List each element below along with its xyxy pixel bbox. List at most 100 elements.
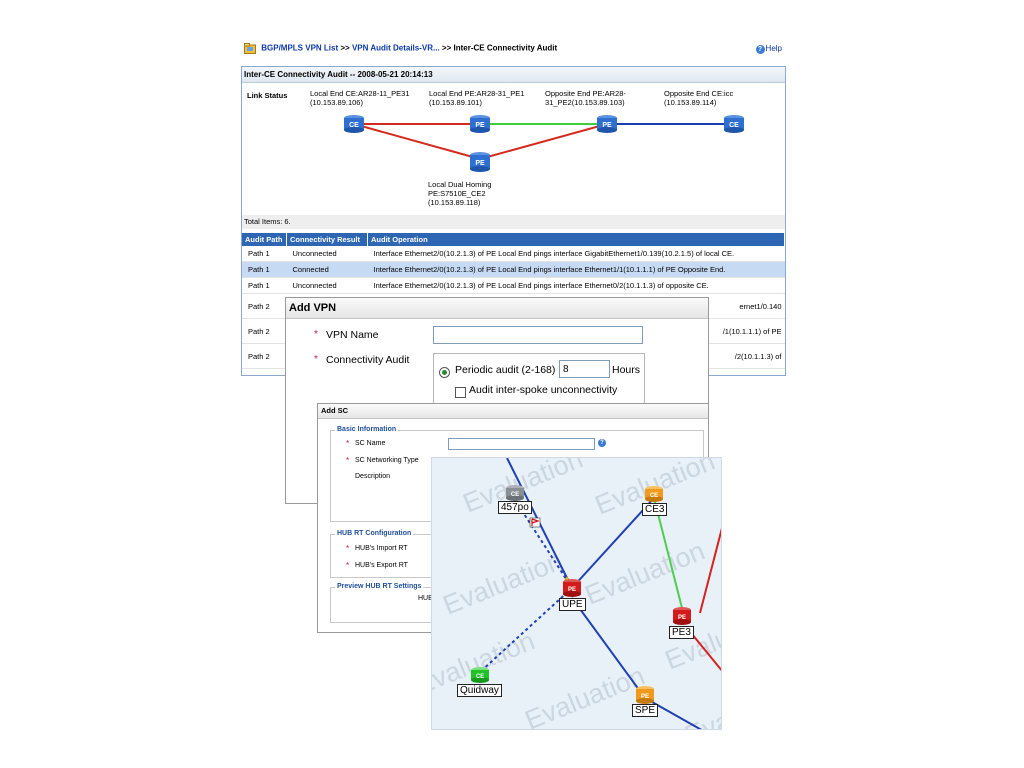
table-row[interactable]: Path 1 Unconnected Interface Ethernet2/0… xyxy=(242,277,785,294)
link-upe-spe[interactable] xyxy=(571,597,646,699)
required-marker: * xyxy=(346,561,350,570)
vpn-name-label: VPN Name xyxy=(326,329,379,341)
periodic-audit-label: Periodic audit (2-168) xyxy=(455,364,556,376)
hub-export-rt-label: HUB's Export RT xyxy=(355,562,408,569)
required-marker: * xyxy=(346,544,350,553)
opposite-ce-label: Opposite End CE:icc(10.153.89.114) xyxy=(664,89,734,107)
svg-text:CE: CE xyxy=(511,492,519,498)
topology-view[interactable]: Evaluation Evaluation Evaluation Evaluat… xyxy=(431,457,722,730)
node-local-pe[interactable]: PE xyxy=(470,115,490,133)
cell-path: Path 1 xyxy=(242,246,287,262)
connectivity-audit-label: Connectivity Audit xyxy=(326,354,410,366)
node-label-457po: 457po xyxy=(498,501,532,514)
preview-hub-rt-legend: Preview HUB RT Settings xyxy=(335,583,424,590)
red-flag-icon xyxy=(529,517,541,528)
node-ce3[interactable]: CE xyxy=(645,486,663,502)
cell-operation: Interface Ethernet2/0(10.2.1.3) of PE Lo… xyxy=(367,277,785,294)
cell-path: Path 2 xyxy=(242,343,287,369)
breadcrumb-sep: >> xyxy=(441,43,452,53)
link-spe-down[interactable] xyxy=(644,697,707,729)
link-ce3-pe3[interactable] xyxy=(653,497,683,609)
info-icon[interactable]: ? xyxy=(598,439,606,447)
sc-name-input[interactable] xyxy=(448,438,595,450)
node-pe3[interactable]: PE xyxy=(673,607,691,625)
svg-text:PE: PE xyxy=(475,160,485,167)
link-status-diagram: CE PE PE CE PE xyxy=(344,115,744,172)
cell-path: Path 1 xyxy=(242,277,287,294)
help-icon: ? xyxy=(755,45,765,54)
cell-operation: Interface Ethernet2/0(10.2.1.3) of PE Lo… xyxy=(367,261,785,278)
local-pe-label: Local End PE:AR28-31_PE1(10.153.89.101) xyxy=(429,89,525,107)
required-marker: * xyxy=(314,329,318,340)
col-connectivity-result[interactable]: Connectivity Result xyxy=(286,233,368,246)
help-link[interactable]: ?Help xyxy=(755,44,782,54)
node-label-quidway: Quidway xyxy=(457,684,502,697)
audit-panel-title: Inter-CE Connectivity Audit -- 2008-05-2… xyxy=(242,67,785,83)
basic-info-legend: Basic Information xyxy=(335,426,399,433)
link-upe-quidway[interactable] xyxy=(479,587,573,673)
periodic-audit-radio[interactable] xyxy=(439,364,450,382)
node-dual-homing-pe[interactable]: PE xyxy=(470,152,490,172)
svg-text:PE: PE xyxy=(568,587,576,593)
required-marker: * xyxy=(314,354,318,365)
hub-rt-legend: HUB RT Configuration xyxy=(335,530,414,537)
breadcrumb: BGP/MPLS VPN List >> VPN Audit Details-V… xyxy=(244,43,557,54)
link-upe-ce3[interactable] xyxy=(571,497,655,589)
svg-text:CE: CE xyxy=(729,122,739,129)
link-dual-pe-down xyxy=(479,123,608,160)
required-marker: * xyxy=(346,456,350,465)
node-local-ce[interactable]: CE xyxy=(344,115,364,133)
description-label: Description xyxy=(355,473,391,480)
link-pe3-right-down[interactable] xyxy=(686,627,721,683)
breadcrumb-vpn-audit-details[interactable]: VPN Audit Details-VR... xyxy=(351,43,440,53)
node-label-pe3: PE3 xyxy=(669,626,694,639)
cell-result: Unconnected xyxy=(286,246,368,262)
link-pe3-right-up[interactable] xyxy=(699,527,721,614)
svg-text:PE: PE xyxy=(641,694,649,700)
local-ce-label: Local End CE:AR28-11_PE31(10.153.89.106) xyxy=(310,89,410,107)
spoke-unconnectivity-label: Audit inter-spoke unconnectivity xyxy=(469,384,618,396)
cell-path: Path 2 xyxy=(242,318,287,344)
add-sc-title: Add SC xyxy=(318,404,708,419)
help-label: Help xyxy=(765,44,782,53)
table-row[interactable]: Path 1 Connected Interface Ethernet2/0(1… xyxy=(242,261,785,278)
hub-prefix-label: HUB xyxy=(418,595,433,602)
hours-label: Hours xyxy=(612,364,641,376)
svg-text:PE: PE xyxy=(602,122,612,129)
node-label-ce3: CE3 xyxy=(642,503,668,516)
hub-import-rt-label: HUB's Import RT xyxy=(355,545,408,552)
node-opposite-ce[interactable]: CE xyxy=(724,115,744,133)
svg-text:CE: CE xyxy=(349,122,359,129)
svg-text:CE: CE xyxy=(650,493,658,499)
col-audit-path[interactable]: Audit Path xyxy=(242,233,287,246)
periodic-audit-input[interactable] xyxy=(559,360,610,378)
cell-path: Path 2 xyxy=(242,293,287,319)
node-spe[interactable]: PE xyxy=(636,686,654,704)
vpn-name-input[interactable] xyxy=(433,326,643,344)
cell-result: Unconnected xyxy=(286,277,368,294)
svg-text:PE: PE xyxy=(475,122,485,129)
breadcrumb-sep: >> xyxy=(340,43,350,53)
breadcrumb-bgp-vpn-list[interactable]: BGP/MPLS VPN List xyxy=(261,43,339,53)
opposite-pe-label: Opposite End PE:AR28-31_PE2(10.153.89.10… xyxy=(545,89,626,107)
col-audit-operation[interactable]: Audit Operation xyxy=(367,233,785,246)
sc-name-label: SC Name xyxy=(355,440,386,447)
node-opposite-pe[interactable]: PE xyxy=(597,115,617,133)
cell-operation: Interface Ethernet2/0(10.2.1.3) of PE Lo… xyxy=(367,246,785,262)
table-row[interactable]: Path 1 Unconnected Interface Ethernet2/0… xyxy=(242,246,785,262)
node-upe[interactable]: PE xyxy=(563,579,581,597)
node-quidway[interactable]: CE xyxy=(471,667,489,683)
topology-links: CE CE PE PE CE xyxy=(471,458,721,729)
spoke-unconnectivity-checkbox[interactable] xyxy=(455,384,466,402)
total-items: Total Items: 6. xyxy=(242,215,785,229)
cell-path: Path 1 xyxy=(242,261,287,278)
node-457po[interactable]: CE xyxy=(506,485,524,501)
svg-text:PE: PE xyxy=(678,615,686,621)
node-label-upe: UPE xyxy=(559,598,586,611)
folder-icon xyxy=(244,43,256,54)
required-marker: * xyxy=(346,439,350,448)
svg-text:CE: CE xyxy=(476,674,484,680)
add-vpn-title: Add VPN xyxy=(286,298,708,319)
node-label-spe: SPE xyxy=(632,704,659,717)
